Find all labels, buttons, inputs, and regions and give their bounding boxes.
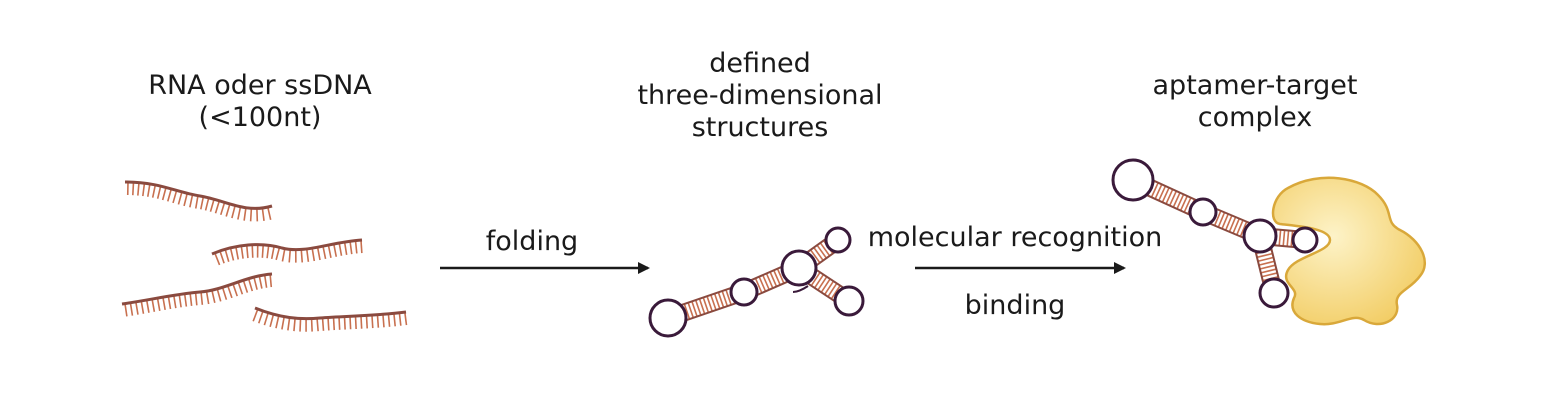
stage-label-line: structures (691, 112, 829, 143)
arrow-label-binding: binding (964, 290, 1066, 321)
nucleotide-bases (214, 240, 363, 266)
stage-label-complex: aptamer-target complex (1105, 70, 1405, 134)
stage-label-line: RNA oder ssDNA (148, 70, 372, 101)
stage-label-line: (<100nt) (198, 102, 322, 133)
nucleotide-bases (124, 274, 273, 317)
nucleotide-bases (252, 308, 408, 332)
nucleotide-bases (126, 182, 272, 222)
stage-label-line: complex (1197, 102, 1313, 133)
target-molecule (1271, 176, 1426, 326)
stage-label-line: three-dimensional (637, 80, 883, 111)
aptamer-target-complex (1111, 158, 1426, 326)
oligo-strand-1 (124, 180, 273, 222)
stage-label-line: aptamer-target (1152, 70, 1358, 101)
stage-label-oligos: RNA oder ssDNA (<100nt) (110, 70, 410, 134)
oligo-strand-4 (252, 306, 408, 332)
stage-label-line: defined (709, 48, 811, 79)
oligo-strand-3 (121, 272, 273, 317)
stage-label-structures: defined three-dimensional structures (610, 48, 910, 144)
arrow-label-folding: folding (485, 226, 579, 257)
arrow-label-recognition: molecular recognition (867, 222, 1163, 253)
oligo-strand-2 (211, 238, 363, 266)
oligo-strands (121, 180, 408, 332)
folded-aptamer (648, 226, 865, 338)
